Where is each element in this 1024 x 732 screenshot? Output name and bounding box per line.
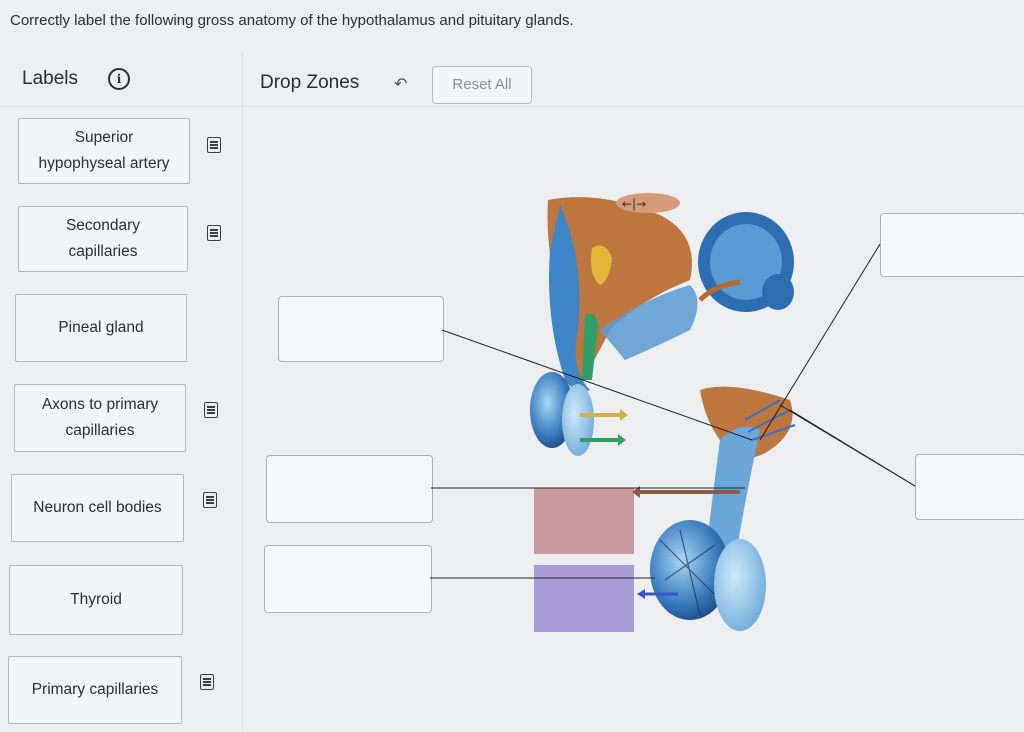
notes-icon[interactable] [204,402,218,418]
posterior-pituitary [714,539,766,631]
drop-zone-4[interactable] [880,213,1024,277]
undo-icon[interactable]: ↶ [394,76,408,93]
drop-zone-2[interactable] [266,455,433,523]
notes-icon[interactable] [207,225,221,241]
label-secondary-capillaries[interactable]: Secondary capillaries [18,206,188,272]
label-pineal-gland[interactable]: Pineal gland [15,294,187,362]
label-neuron-cell-bodies[interactable]: Neuron cell bodies [11,474,184,542]
info-icon[interactable]: i [108,68,130,90]
labels-panel [0,52,243,732]
notes-icon[interactable] [207,137,221,153]
drop-zone-1[interactable] [278,296,444,362]
label-text-line1: Secondary [65,217,141,234]
label-superior-hypophyseal-artery[interactable]: Superior hypophyseal artery [18,118,190,184]
label-text: Primary capillaries [31,681,159,698]
label-thyroid[interactable]: Thyroid [9,565,183,635]
reset-all-button[interactable]: Reset All [432,66,532,104]
axons-green [582,313,598,380]
drop-zone-5[interactable] [915,454,1024,520]
notes-icon[interactable] [200,674,214,690]
instruction-text: Correctly label the following gross anat… [10,12,574,29]
hypothalamus-tissue [547,197,692,390]
label-text-line2: capillaries [65,422,135,439]
label-text: Pineal gland [58,319,144,336]
labels-heading: Labels [22,68,78,89]
drop-zones-heading: Drop Zones [260,72,360,93]
header-divider [0,106,1024,107]
label-primary-capillaries[interactable]: Primary capillaries [8,656,182,724]
label-text: Neuron cell bodies [33,499,162,516]
neuron-cell-bodies-gold [591,245,612,285]
label-text-line1: Axons to primary [41,396,159,413]
lavender-hormone-box [534,565,634,632]
label-text-line2: hypophyseal artery [38,155,170,172]
posterior-pituitary-1 [562,384,594,456]
notes-icon[interactable] [203,492,217,508]
pink-hormone-box [534,488,634,554]
third-ventricle [549,205,590,392]
drop-zone-3[interactable] [264,545,432,613]
tissue-outline-blue [600,285,698,360]
label-axons-to-primary-capillaries[interactable]: Axons to primary capillaries [14,384,186,452]
label-text-line2: capillaries [68,243,138,260]
label-text-line1: Superior [74,129,134,146]
svg-text:←|→: ←|→ [622,197,646,211]
label-text: Thyroid [70,591,122,608]
